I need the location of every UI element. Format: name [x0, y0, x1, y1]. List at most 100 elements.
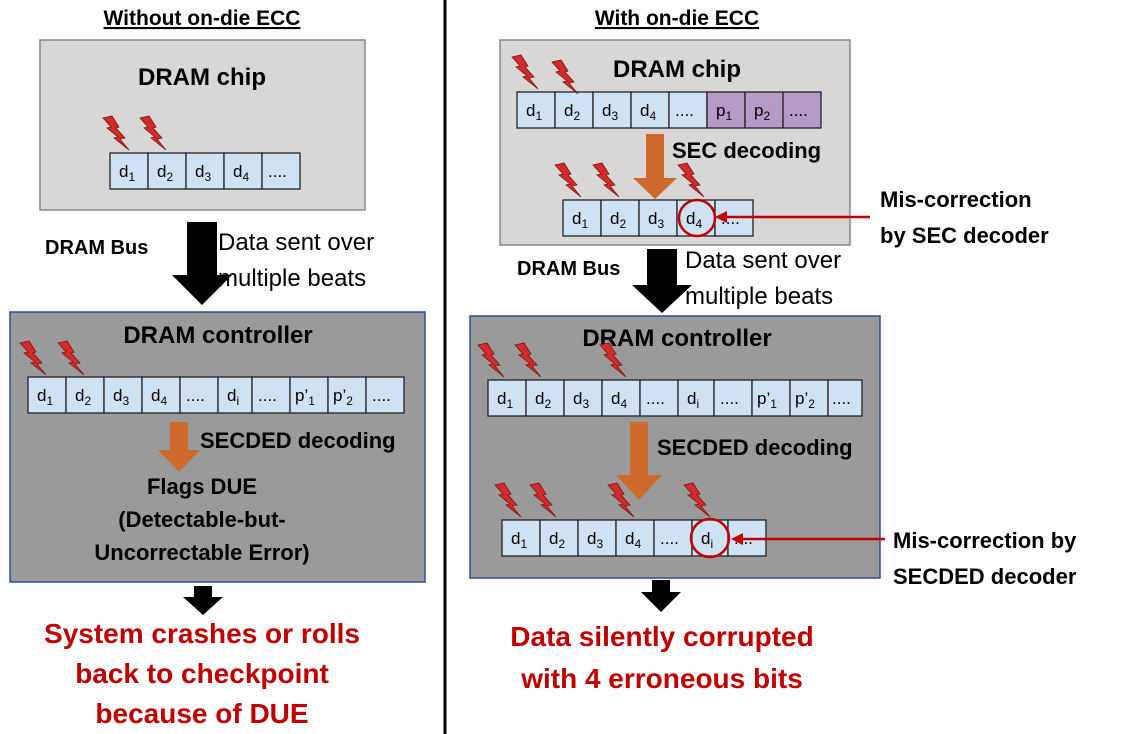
cell-d3 [563, 379, 603, 417]
right-sec-arrow-icon [633, 134, 677, 199]
left-controller-cells: d1 d2 d3 d4 .... di .... p’1 p’2 .... [27, 376, 405, 414]
svg-text:d2: d2 [157, 162, 173, 184]
cell-d1 [487, 379, 527, 417]
left-chip-title: DRAM chip [138, 64, 266, 91]
svg-text:d2: d2 [610, 209, 626, 231]
left-flag-line-2: (Detectable-but- [118, 507, 285, 532]
cell-d3 [577, 519, 617, 557]
right-bus-arrow-icon [632, 249, 692, 313]
right-miscorr-1-line-1: Mis-correction [880, 187, 1032, 212]
right-bus-label: DRAM Bus [517, 258, 620, 280]
right-bus-note-1: Data sent over [685, 247, 841, 274]
svg-text:....: .... [268, 162, 287, 181]
right-controller-title: DRAM controller [582, 325, 771, 352]
right-chip-title: DRAM chip [613, 56, 741, 83]
right-result-line-1: Data silently corrupted [510, 621, 813, 652]
cell-d3 [185, 152, 225, 190]
svg-text:d3: d3 [602, 101, 618, 123]
svg-text:d1: d1 [37, 386, 53, 408]
svg-text:di: di [227, 386, 239, 408]
svg-text:....: .... [720, 389, 739, 408]
svg-text:d3: d3 [573, 389, 589, 411]
cell-di [217, 376, 253, 414]
left-bus-label: DRAM Bus [45, 237, 148, 259]
svg-text:d4: d4 [625, 529, 641, 551]
svg-text:d3: d3 [195, 162, 211, 184]
right-decode-arrow-icon [616, 422, 662, 500]
cell-d1 [109, 152, 149, 190]
svg-text:p’2: p’2 [795, 389, 815, 411]
left-bus-note-1: Data sent over [218, 229, 374, 256]
svg-text:d2: d2 [535, 389, 551, 411]
svg-text:p’1: p’1 [295, 386, 315, 408]
svg-text:d2: d2 [564, 101, 580, 123]
cell-d1 [501, 519, 541, 557]
left-header: Without on-die ECC [104, 7, 301, 30]
cell-d2 [65, 376, 105, 414]
left-result-arrow-icon [183, 586, 223, 615]
cell-d2 [600, 199, 640, 237]
cell-d4 [630, 91, 670, 129]
svg-text:d4: d4 [611, 389, 627, 411]
miscorrection-circle [677, 198, 717, 238]
svg-text:....: .... [675, 101, 694, 120]
cell-d1 [27, 376, 67, 414]
right-miscorr-2-line-2: SECDED decoder [893, 564, 1077, 589]
cell-dots [668, 91, 708, 129]
cell-dots [782, 91, 822, 129]
left-result-line-3: because of DUE [95, 698, 308, 729]
cell-dots [261, 152, 301, 190]
cell-pp1 [289, 376, 329, 414]
right-bus-note-2: multiple beats [685, 283, 833, 310]
miscorrection-circle [689, 517, 731, 559]
svg-text:di: di [701, 529, 713, 551]
right-result-arrow-icon [641, 580, 681, 612]
svg-text:....: .... [832, 389, 851, 408]
svg-text:d3: d3 [587, 529, 603, 551]
arrowhead-icon [715, 211, 727, 223]
right-chip-cells: d1 d2 d3 d4 .... p1 p2 .... [516, 91, 822, 129]
cell-d4 [615, 519, 655, 557]
cell-pp2 [789, 379, 829, 417]
svg-text:d2: d2 [75, 386, 91, 408]
left-result-line-2: back to checkpoint [75, 658, 329, 689]
cell-dots [179, 376, 219, 414]
left-flag-line-1: Flags DUE [147, 474, 257, 499]
cell-d3 [592, 91, 632, 129]
left-decode-label: SECDED decoding [200, 428, 396, 453]
left-dram-chip-box [39, 39, 366, 211]
svg-text:d4: d4 [640, 101, 656, 123]
svg-text:....: .... [258, 386, 277, 405]
left-controller-title: DRAM controller [123, 322, 312, 349]
svg-text:d1: d1 [526, 101, 542, 123]
svg-text:....: .... [186, 386, 205, 405]
cell-dots [827, 379, 863, 417]
left-flag-line-3: Uncorrectable Error) [94, 540, 309, 565]
cell-d2 [554, 91, 594, 129]
cell-d3 [638, 199, 678, 237]
svg-text:d1: d1 [511, 529, 527, 551]
svg-text:d3: d3 [113, 386, 129, 408]
svg-text:p’1: p’1 [757, 389, 777, 411]
left-result-line-1: System crashes or rolls [44, 618, 360, 649]
svg-text:d1: d1 [572, 209, 588, 231]
arrowhead-icon [731, 533, 743, 545]
svg-text:d4: d4 [233, 162, 249, 184]
cell-d1 [516, 91, 556, 129]
right-miscorr-1-line-2: by SEC decoder [880, 223, 1049, 248]
cell-dots [251, 376, 291, 414]
svg-text:di: di [687, 389, 699, 411]
left-dram-controller-box [9, 311, 426, 583]
cell-dots [713, 379, 753, 417]
left-bus-arrow-icon [172, 222, 232, 305]
right-decode-label: SECDED decoding [657, 435, 853, 460]
right-result-line-2: with 4 erroneous bits [520, 663, 803, 694]
left-bus-note-2: multiple beats [218, 265, 366, 292]
svg-text:p1: p1 [716, 101, 732, 123]
right-miscorr-2-line-1: Mis-correction by [893, 528, 1077, 553]
svg-text:d2: d2 [549, 529, 565, 551]
svg-text:d1: d1 [497, 389, 513, 411]
cell-dots [365, 376, 405, 414]
cell-d3 [103, 376, 143, 414]
svg-text:d1: d1 [119, 162, 135, 184]
